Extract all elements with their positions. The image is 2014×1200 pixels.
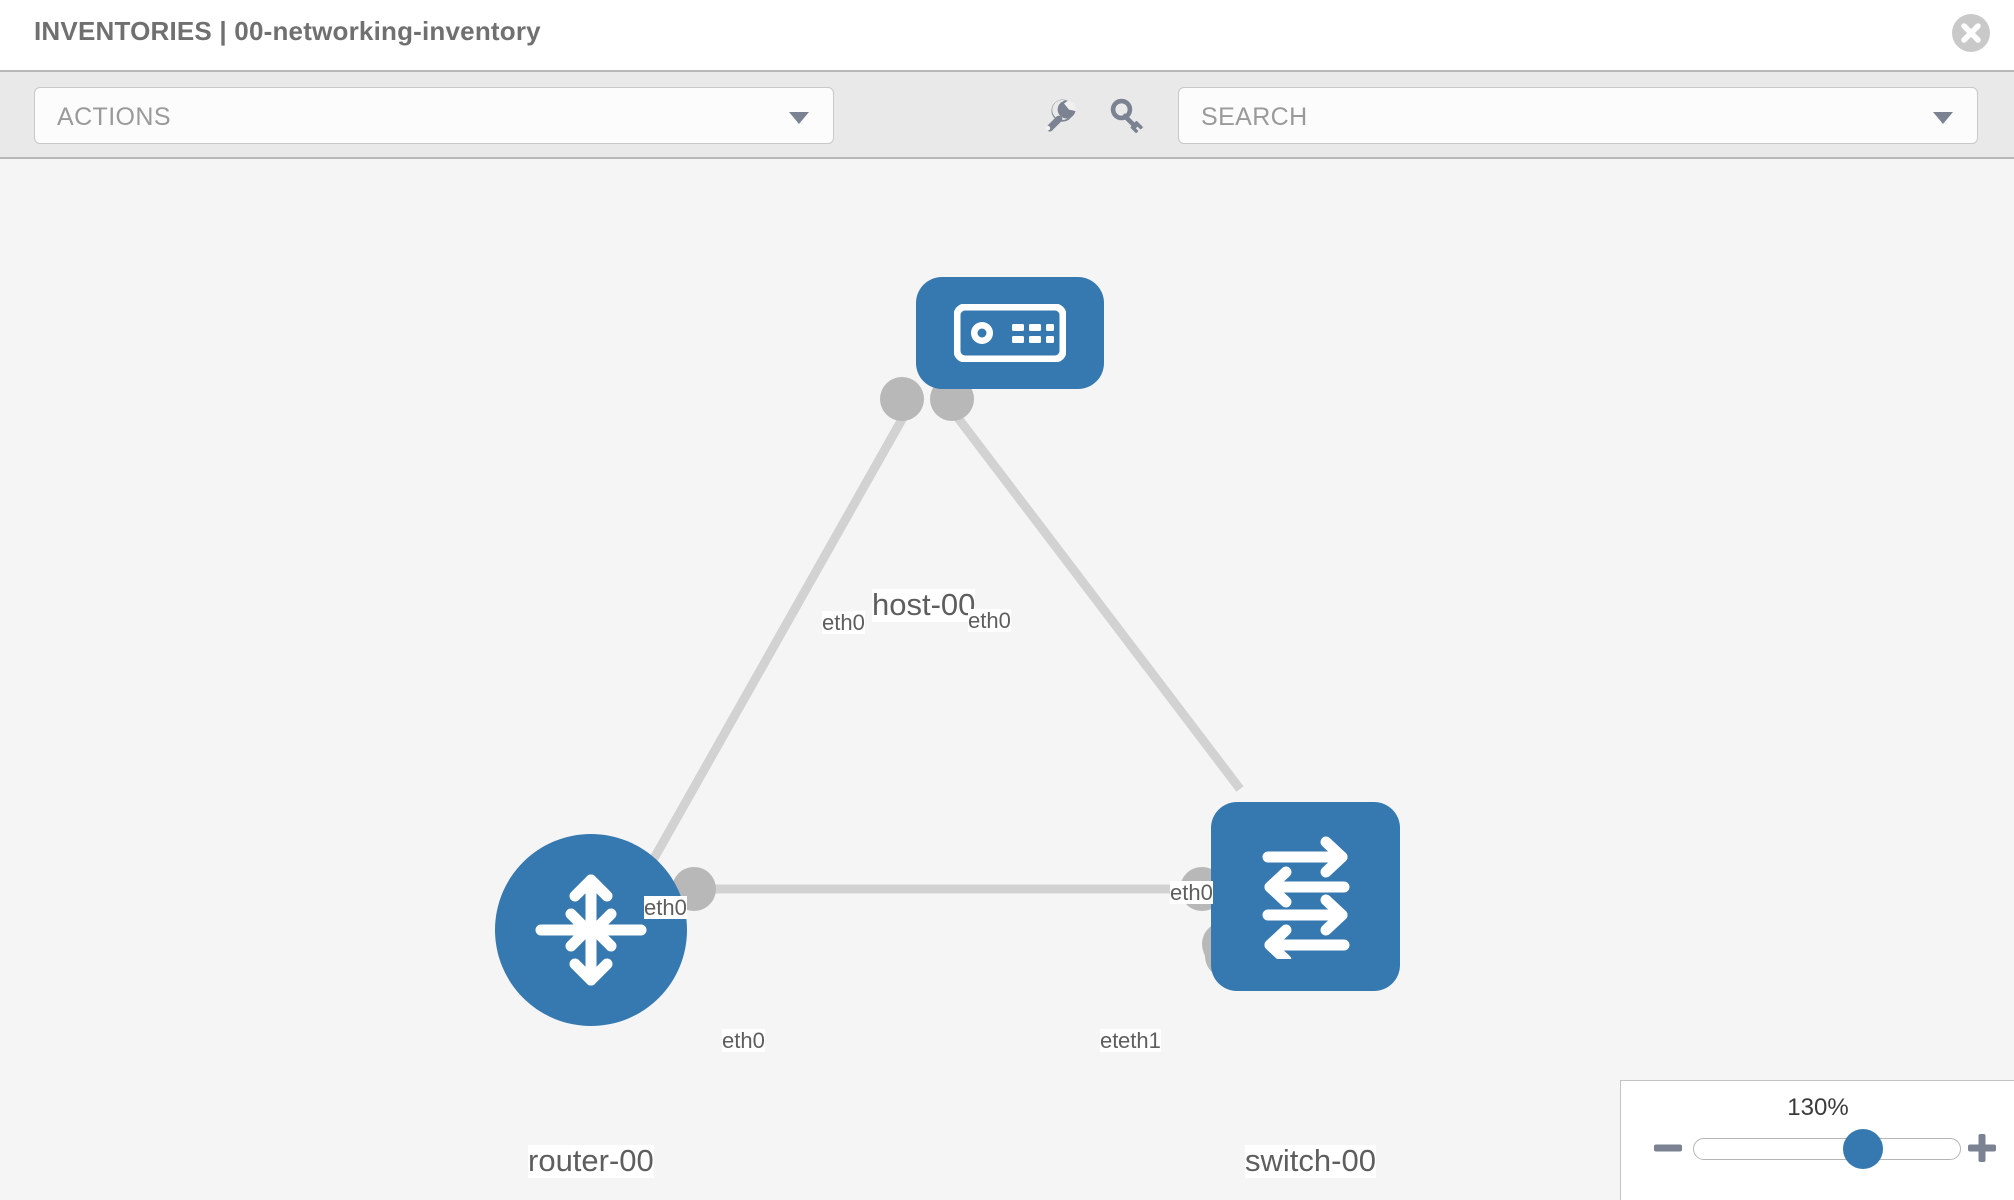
router-arrows-icon — [535, 874, 647, 986]
node-label-router-00: router-00 — [528, 1143, 654, 1178]
iface-label-host00-right: eth0 — [968, 608, 1011, 633]
actions-dropdown-label: ACTIONS — [57, 103, 171, 131]
node-host-00[interactable] — [916, 277, 1104, 389]
topology-links — [644, 411, 1244, 894]
iface-label-router00-right: eth0 — [722, 1028, 765, 1053]
plus-icon — [1968, 1134, 1996, 1162]
topology-canvas[interactable]: host-00 eth0 eth0 router-00 eth0 eth0 — [0, 159, 2014, 1200]
zoom-control-panel: 130% — [1620, 1080, 2014, 1200]
iface-label-router00-top: eth0 — [644, 895, 687, 920]
minus-icon — [1654, 1144, 1682, 1152]
server-icon — [954, 304, 1066, 362]
node-label-host-00: host-00 — [872, 587, 976, 622]
node-switch-00[interactable] — [1211, 802, 1400, 991]
link-host00-switch00[interactable] — [951, 411, 1244, 792]
wrench-icon — [1045, 99, 1077, 132]
close-button[interactable] — [1952, 14, 1990, 52]
key-button[interactable] — [1106, 94, 1150, 138]
iface-label-switch00-top: eth0 — [1170, 880, 1213, 905]
zoom-out-button[interactable] — [1651, 1131, 1685, 1165]
zoom-level-label: 130% — [1787, 1094, 1849, 1121]
toolbar: ACTIONS SEARCH — [0, 70, 2014, 159]
page-title: INVENTORIES | 00-networking-inventory — [34, 16, 541, 46]
zoom-in-button[interactable] — [1965, 1131, 1999, 1165]
chevron-down-icon — [789, 112, 809, 124]
iface-label-switch00-left-b: eth1 — [1118, 1028, 1161, 1053]
node-router-00[interactable] — [495, 834, 687, 1026]
iface-label-host00-left: eth0 — [822, 610, 865, 635]
zoom-slider-thumb[interactable] — [1843, 1129, 1883, 1169]
search-placeholder: SEARCH — [1201, 103, 1308, 131]
node-label-switch-00: switch-00 — [1245, 1143, 1376, 1178]
port-nub-host00-left[interactable] — [880, 377, 924, 421]
close-icon — [1961, 23, 1981, 43]
page-header: INVENTORIES | 00-networking-inventory — [0, 0, 2014, 70]
wrench-button[interactable] — [1038, 94, 1082, 138]
switch-arrows-icon — [1262, 836, 1349, 959]
key-icon — [1110, 98, 1143, 134]
zoom-slider-track[interactable] — [1693, 1138, 1961, 1160]
search-input[interactable]: SEARCH — [1178, 87, 1978, 144]
chevron-down-icon[interactable] — [1933, 112, 1953, 124]
actions-dropdown[interactable]: ACTIONS — [34, 87, 834, 144]
link-host00-router00[interactable] — [644, 411, 909, 872]
